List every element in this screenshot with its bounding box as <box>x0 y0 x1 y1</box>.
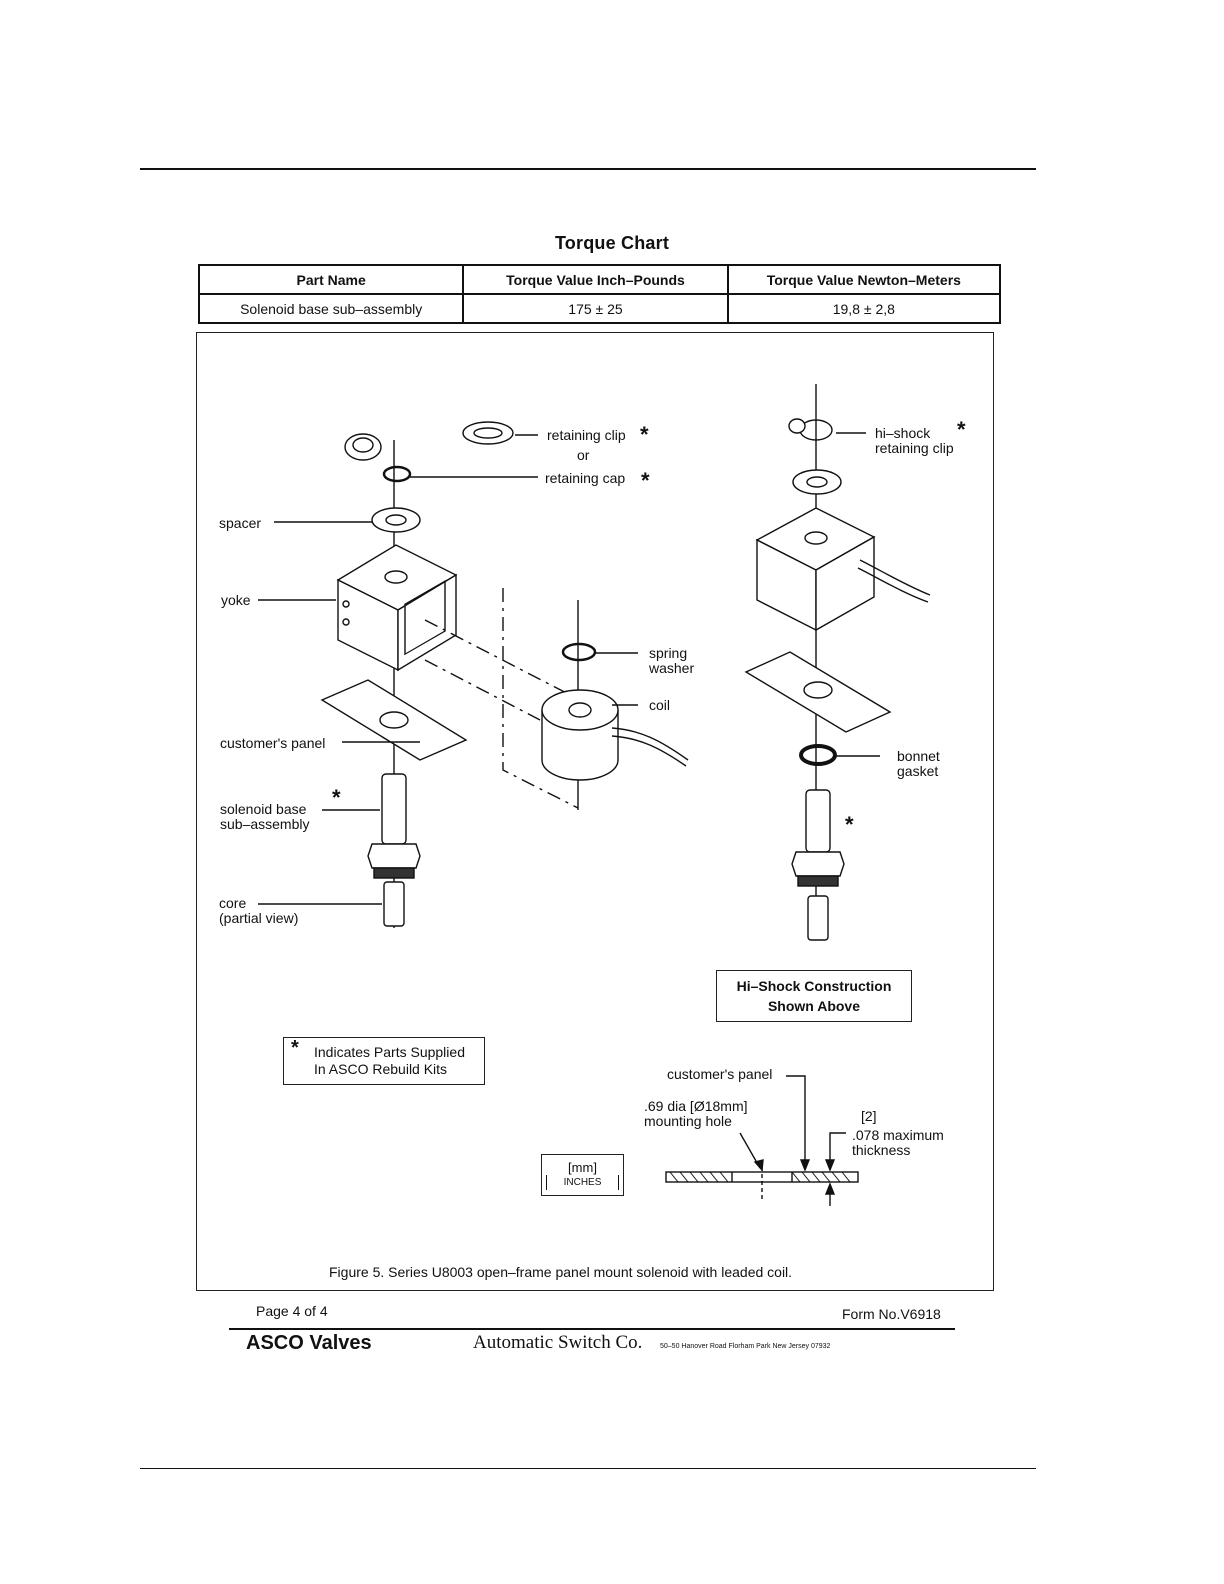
detail-label-thickness: .078 maximum thickness <box>852 1128 944 1158</box>
brand-name: ASCO Valves <box>246 1332 372 1354</box>
top-rule <box>140 168 1036 170</box>
thickness-line-1: .078 maximum <box>852 1127 944 1143</box>
label-bonnet-gasket: bonnet gasket <box>897 749 940 779</box>
kit-note-line-1: Indicates Parts Supplied <box>314 1044 465 1060</box>
hi-shock-note-line-2: Shown Above <box>767 998 861 1014</box>
panel-section-detail <box>665 1075 859 1206</box>
solenoid-base-line-1: solenoid base <box>220 801 307 817</box>
hi-shock-line-1: hi–shock <box>875 425 931 441</box>
right-panel-part <box>744 651 892 733</box>
company-address: 50–50 Hanover Road Florham Park New Jers… <box>660 1343 831 1350</box>
retaining-clip-part <box>462 421 514 445</box>
kit-note-box: * Indicates Parts Supplied In ASCO Rebui… <box>283 1037 485 1085</box>
cell-newton-meters: 19,8 ± 2,8 <box>726 293 1002 324</box>
customers-panel-part <box>320 679 468 761</box>
spring-washer-part <box>561 642 597 662</box>
kit-asterisk: * <box>640 422 649 447</box>
units-inches: INCHES <box>546 1175 619 1190</box>
right-solenoid-base-part <box>791 789 845 887</box>
detail-label-mm: [2] <box>861 1108 877 1124</box>
units-mm: [mm] <box>568 1160 597 1175</box>
footer-rule <box>229 1328 955 1330</box>
label-core: core (partial view) <box>219 896 298 926</box>
figure-frame <box>196 332 994 1291</box>
spring-washer-line-2: washer <box>649 660 695 676</box>
detail-label-mounting-hole: .69 dia [Ø18mm] mounting hole <box>644 1099 748 1129</box>
torque-chart-title: Torque Chart <box>554 233 670 253</box>
header-part-name: Part Name <box>197 264 465 295</box>
spring-washer-line-1: spring <box>649 645 688 661</box>
label-yoke: yoke <box>221 592 251 608</box>
solenoid-base-part <box>367 773 421 879</box>
cell-part-name: Solenoid base sub–assembly <box>197 293 465 324</box>
right-core-part <box>807 895 829 941</box>
hi-shock-line-2: retaining clip <box>875 440 954 456</box>
kit-note-asterisk: * <box>291 1037 299 1059</box>
solenoid-base-line-2: sub–assembly <box>220 816 310 832</box>
kit-note-line-2: In ASCO Rebuild Kits <box>314 1061 448 1077</box>
company-name: Automatic Switch Co. <box>473 1332 643 1353</box>
label-customers-panel: customer's panel <box>220 735 326 751</box>
mounting-hole-line-2: mounting hole <box>644 1113 732 1129</box>
mounting-hole-line-1: .69 dia [Ø18mm] <box>644 1098 748 1114</box>
label-or: or <box>577 447 590 463</box>
torque-table-header-row: Part Name Torque Value Inch–Pounds Torqu… <box>197 264 1002 295</box>
label-hi-shock-clip: hi–shock retaining clip <box>875 426 954 456</box>
units-legend-box: [mm] INCHES <box>541 1154 624 1196</box>
label-solenoid-base: solenoid base sub–assembly <box>220 802 310 832</box>
torque-table: Part Name Torque Value Inch–Pounds Torqu… <box>197 264 1002 324</box>
retaining-cap-part <box>344 433 412 483</box>
kit-asterisk: * <box>332 785 341 810</box>
spacer-part <box>371 507 421 533</box>
hi-shock-note-line-1: Hi–Shock Construction <box>736 978 892 994</box>
core-line-1: core <box>219 895 247 911</box>
label-spring-washer: spring washer <box>649 646 694 676</box>
bottom-rule <box>140 1468 1036 1469</box>
right-yoke-part <box>755 507 931 632</box>
detail-label-customers-panel: customer's panel <box>667 1066 773 1082</box>
kit-asterisk: * <box>641 468 650 493</box>
page-number: Page 4 of 4 <box>256 1303 328 1319</box>
hi-shock-note-box: Hi–Shock Construction Shown Above <box>716 970 912 1022</box>
bonnet-line-2: gasket <box>897 763 939 779</box>
kit-asterisk: * <box>845 812 854 837</box>
coil-part <box>541 689 689 781</box>
core-line-2: (partial view) <box>219 910 299 926</box>
table-row: Solenoid base sub–assembly 175 ± 25 19,8… <box>197 293 1002 324</box>
header-inch-pounds: Torque Value Inch–Pounds <box>462 264 729 295</box>
core-part <box>383 881 405 927</box>
figure-caption: Figure 5. Series U8003 open–frame panel … <box>329 1264 793 1280</box>
bonnet-line-1: bonnet <box>897 748 940 764</box>
header-newton-meters: Torque Value Newton–Meters <box>726 264 1002 295</box>
label-retaining-cap: retaining cap <box>545 470 626 486</box>
kit-asterisk: * <box>957 417 966 442</box>
thickness-line-2: thickness <box>852 1142 911 1158</box>
form-number: Form No.V6918 <box>842 1306 941 1322</box>
cell-inch-pounds: 175 ± 25 <box>462 293 729 324</box>
bonnet-gasket-part <box>799 744 837 766</box>
right-spacer-part <box>792 469 842 495</box>
label-retaining-clip: retaining clip <box>547 427 626 443</box>
yoke-part <box>336 544 458 672</box>
hi-shock-clip-part <box>788 418 833 441</box>
label-coil: coil <box>649 697 671 713</box>
label-spacer: spacer <box>219 515 262 531</box>
